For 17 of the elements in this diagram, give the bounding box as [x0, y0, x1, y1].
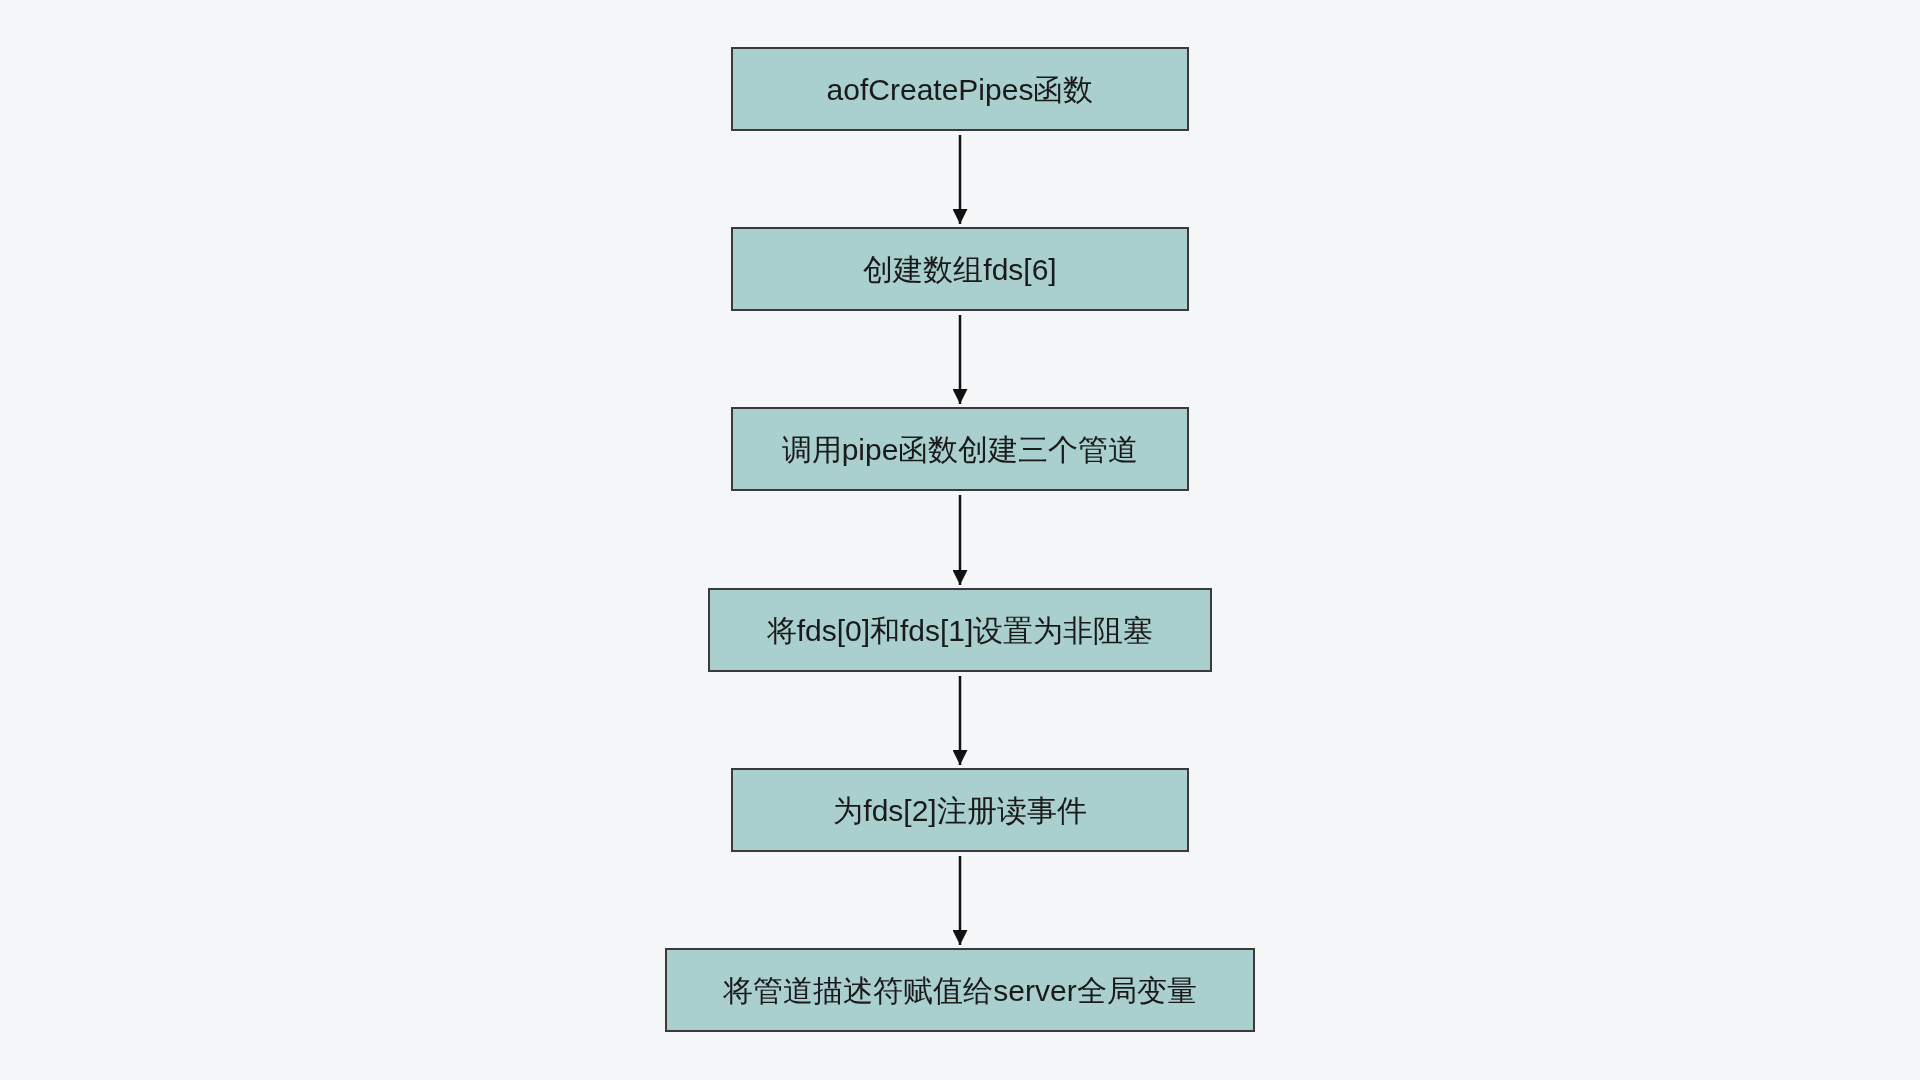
box-text: 将管道描述符赋值给server全局变量 [723, 972, 1197, 1009]
arrow [952, 495, 968, 585]
box-text: 将fds[0]和fds[1]设置为非阻塞 [766, 612, 1154, 649]
process-box [731, 407, 1189, 491]
box-text: aofCreatePipes函数 [826, 71, 1094, 108]
process-box [708, 588, 1212, 672]
box-text: 为fds[2]注册读事件 [833, 792, 1087, 829]
box-text: 创建数组fds[6] [863, 251, 1057, 288]
process-box [731, 47, 1189, 131]
process-box [665, 948, 1255, 1032]
arrow [952, 676, 968, 765]
box-text: 调用pipe函数创建三个管道 [781, 431, 1139, 468]
arrow [952, 856, 968, 945]
process-box [731, 768, 1189, 852]
arrow [952, 135, 968, 224]
arrow [952, 315, 968, 404]
process-box [731, 227, 1189, 311]
